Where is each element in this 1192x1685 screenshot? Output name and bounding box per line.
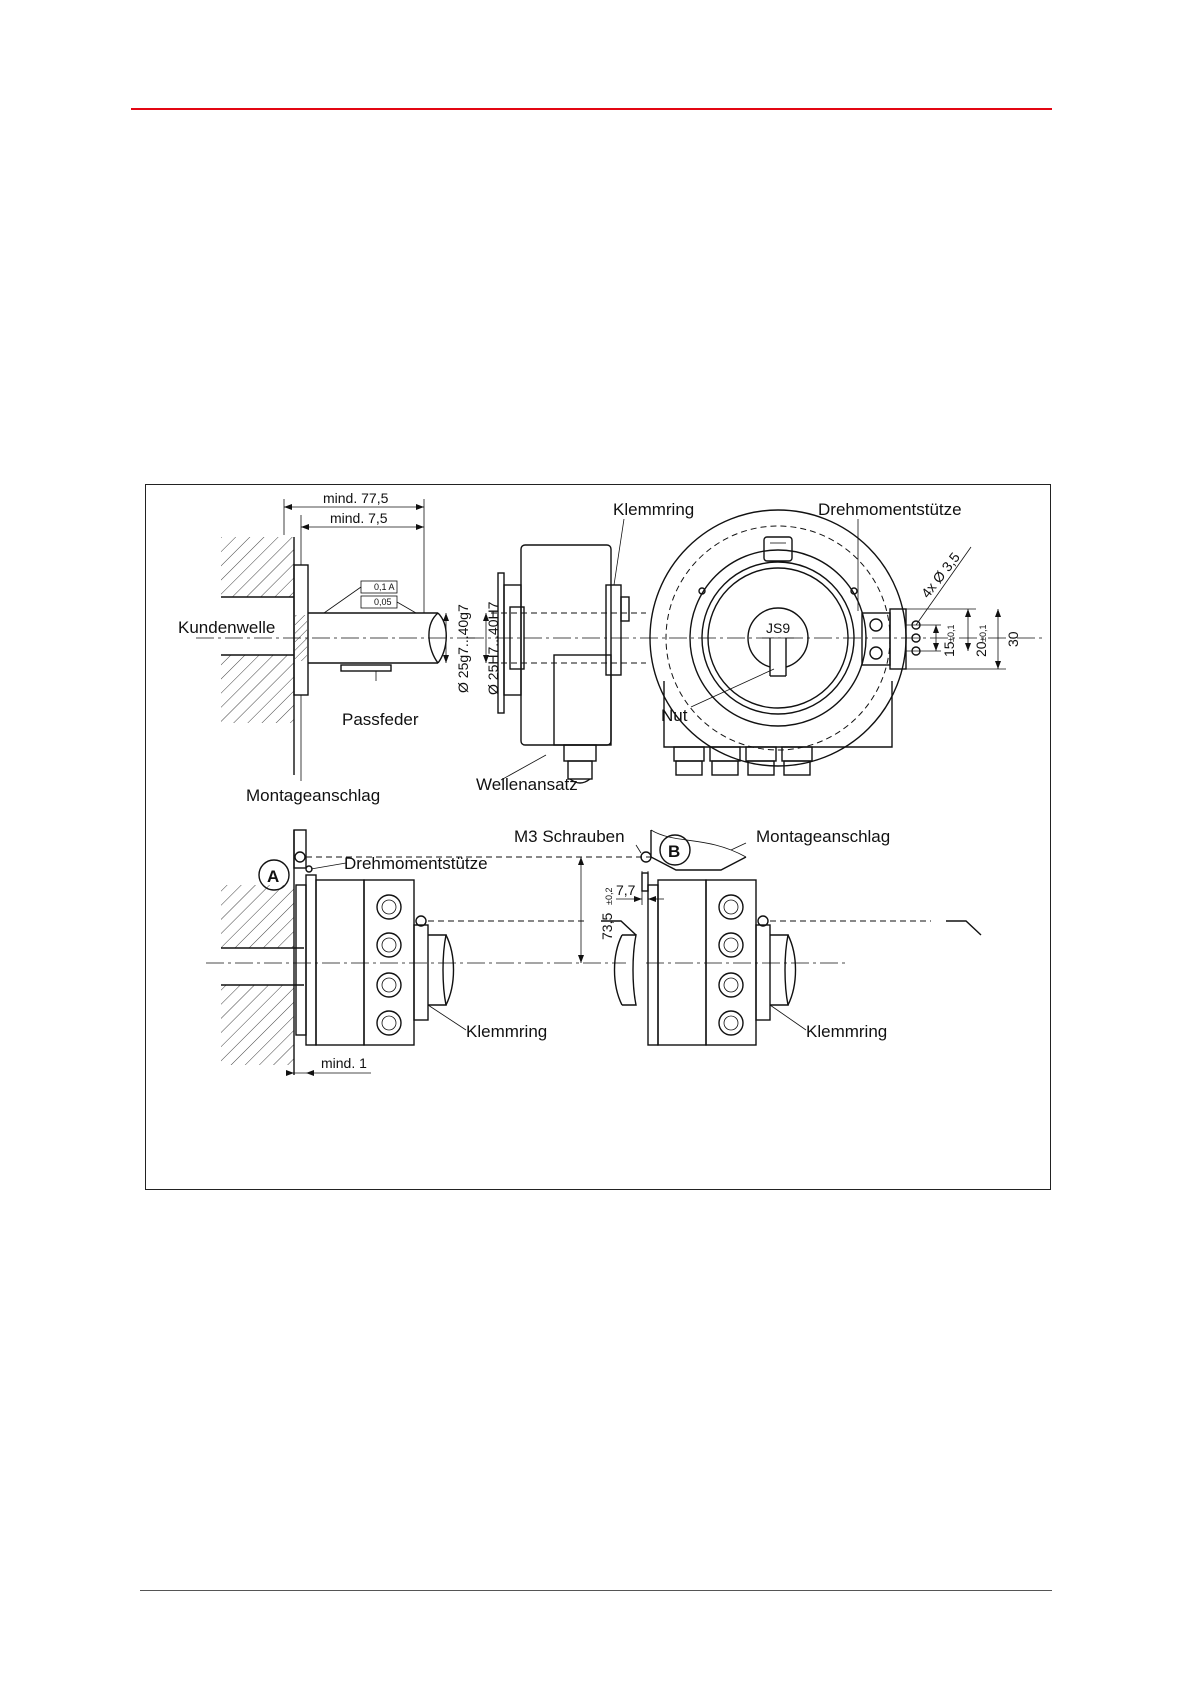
label-klemmring-a: Klemmring [466, 1022, 547, 1041]
dim-20: 20 [973, 641, 989, 657]
label-nut: Nut [661, 706, 688, 725]
label-m3-schrauben: M3 Schrauben [514, 827, 625, 846]
dim-mind-7-5: mind. 7,5 [330, 510, 388, 526]
tol-runout: 0,1 A [374, 582, 395, 592]
dim-mind-1: mind. 1 [321, 1055, 367, 1071]
encoder-front-view: JS9 [650, 500, 1021, 775]
encoder-body-side [521, 545, 611, 745]
dim-73-5: 73,5 [599, 913, 615, 940]
dim-holes: 4x Ø 3,5 [918, 549, 963, 601]
label-drehmomentstuetze-top: Drehmomentstütze [818, 500, 962, 519]
dim-30: 30 [1005, 631, 1021, 647]
label-klemmring-b: Klemmring [806, 1022, 887, 1041]
connectors-b [719, 895, 743, 1035]
dim-20-tol: ±0,1 [978, 625, 988, 642]
drawing-frame: 0,1 A 0,05 mind. 77,5 mind. 7,5 Ø 25g7..… [145, 484, 1051, 1190]
dim-15: 15 [941, 641, 957, 657]
clamp-ring-a [414, 925, 428, 1020]
feather-key [341, 665, 391, 671]
wall-hatch-bottom [221, 655, 294, 723]
dim-7-7: 7,7 [616, 882, 636, 898]
label-klemmring-top: Klemmring [613, 500, 694, 519]
shaft-side-view: 0,1 A 0,05 mind. 77,5 mind. 7,5 Ø 25g7..… [178, 490, 476, 805]
clamp-ring-b [756, 925, 770, 1020]
dim-mind-77-5: mind. 77,5 [323, 490, 389, 506]
label-montageanschlag-top: Montageanschlag [246, 786, 380, 805]
header-rule [131, 108, 1052, 110]
label-keyway-js9: JS9 [766, 620, 790, 636]
dim-73-5-tol: ±0,2 [604, 888, 614, 905]
mechanical-drawing: 0,1 A 0,05 mind. 77,5 mind. 7,5 Ø 25g7..… [146, 485, 1052, 1191]
tol-flat: 0,05 [374, 597, 392, 607]
dim-shaft-diameter: Ø 25g7...40g7 [455, 604, 471, 693]
dim-15-tol: ±0,1 [946, 625, 956, 642]
wall-hatch-top [221, 537, 294, 597]
label-kundenwelle: Kundenwelle [178, 618, 275, 637]
mounting-view-b: B M3 Schrauben Montageanschlag Klemmring [514, 827, 981, 1045]
mounting-view-a: A Drehmomentstütze Klemmring mind. 1 [206, 830, 651, 1076]
encoder-side-view: Ø 25H7...40H7 Wellenansatz Klemmring [466, 500, 1046, 794]
label-montageanschlag-b: Montageanschlag [756, 827, 890, 846]
label-drehmomentstuetze-a: Drehmomentstütze [344, 854, 488, 873]
callout-b-text: B [668, 842, 680, 861]
encoder-body-b [658, 880, 706, 1045]
connectors-a [377, 895, 401, 1035]
footer-rule [140, 1590, 1052, 1591]
encoder-body-a [316, 880, 364, 1045]
callout-a-text: A [267, 867, 279, 886]
clamp-ring-side [606, 585, 621, 675]
dim-bore-diameter: Ø 25H7...40H7 [485, 601, 501, 695]
label-passfeder: Passfeder [342, 710, 419, 729]
label-wellenansatz: Wellenansatz [476, 775, 578, 794]
